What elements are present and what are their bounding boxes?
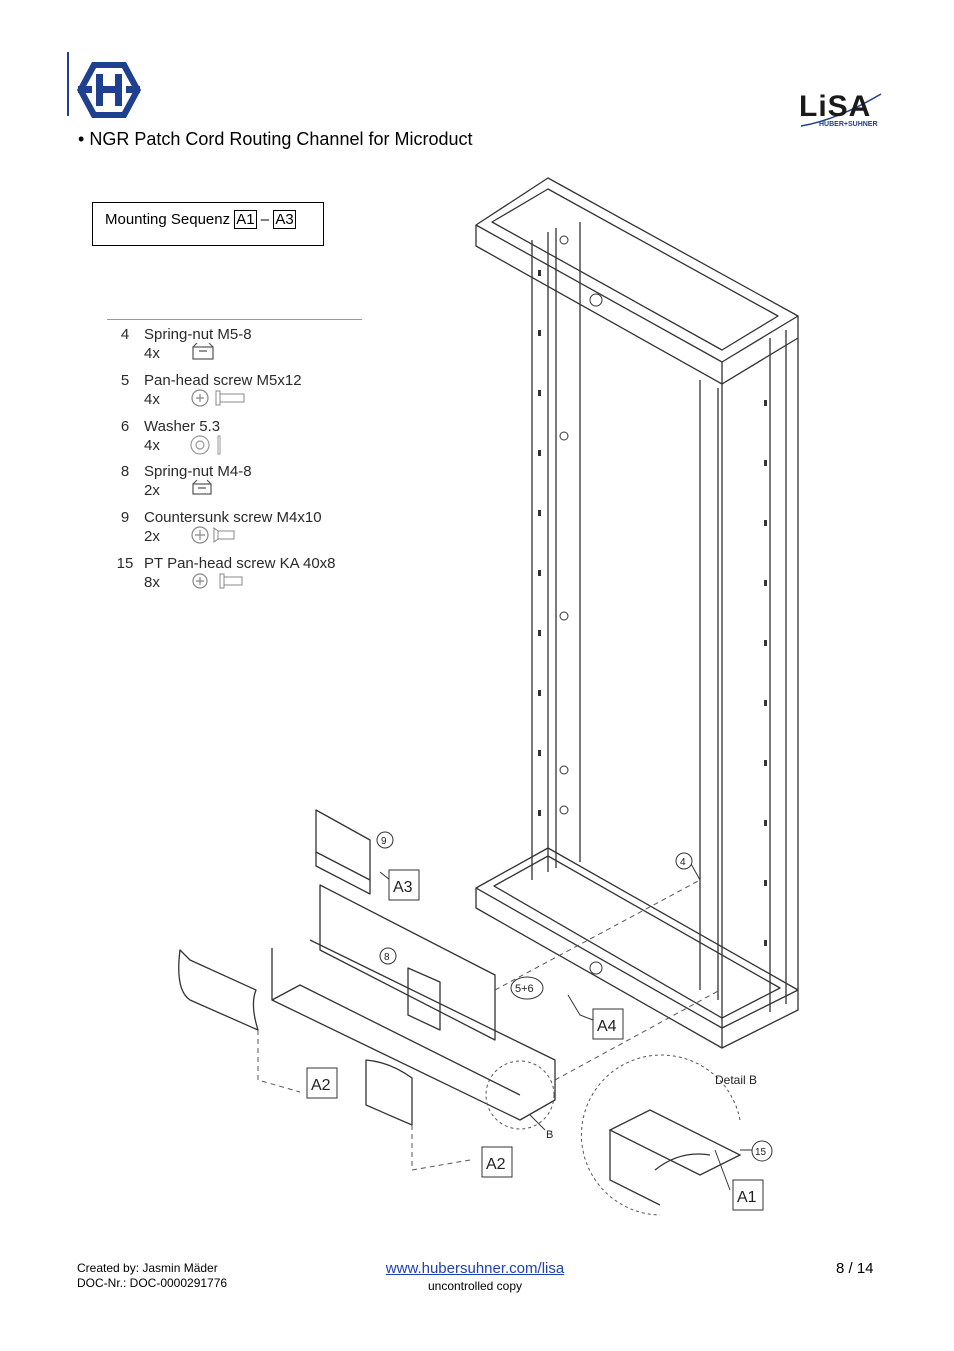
spring-nut-icon	[192, 342, 214, 360]
cover-a2-left	[178, 949, 259, 1031]
part-name: Spring-nut M5-8	[144, 326, 252, 343]
insert-piece	[407, 967, 441, 1031]
assembly-drawing: A3 A4 A2 A2 A1 Detail B B 9 8 4 15 5+6	[178, 177, 799, 1216]
mounting-sequence-text: Mounting Sequenz A1 – A3	[105, 210, 296, 229]
huber-suhner-logo-icon	[77, 62, 141, 118]
label-box-a2-left	[306, 1067, 338, 1099]
footer-uncontrolled-note: uncontrolled copy	[427, 1279, 523, 1293]
label-a1: A1	[737, 1189, 757, 1206]
title-text: NGR Patch Cord Routing Channel for Micro…	[89, 129, 473, 149]
mounting-sequence-box: Mounting Sequenz A1 – A3	[92, 202, 324, 246]
label-a2-left: A2	[311, 1077, 331, 1094]
callout-5-6	[510, 976, 544, 1000]
part-quantity: 8x	[144, 574, 160, 591]
rack-top-frame	[475, 177, 799, 363]
mounting-label: Mounting Sequenz	[105, 211, 231, 228]
footer-meta: Created by: Jasmin Mäder DOC-Nr.: DOC-00…	[77, 1261, 227, 1291]
footer-center: www.hubersuhner.com/lisa uncontrolled co…	[330, 1260, 620, 1293]
part-number: 9	[120, 509, 130, 526]
part-number: 15	[116, 555, 134, 572]
page-title: • NGR Patch Cord Routing Channel for Mic…	[78, 129, 473, 150]
spring-nut-icon	[192, 479, 212, 495]
channel-trough	[271, 939, 556, 1121]
washer-icon	[190, 435, 221, 455]
part-quantity: 2x	[144, 482, 160, 499]
parts-list-item: 9 Countersunk screw M4x10 2x	[112, 503, 382, 549]
lisa-wordmark: LiSA	[799, 90, 872, 123]
callout-text-4: 4	[680, 857, 686, 868]
callout-4	[675, 852, 693, 870]
footer-created-by: Created by: Jasmin Mäder	[77, 1261, 218, 1275]
pan-head-screw-icon	[192, 573, 243, 589]
label-box-a3	[388, 869, 420, 901]
part-number: 6	[120, 418, 130, 435]
footer-website-link[interactable]: www.hubersuhner.com/lisa	[385, 1260, 565, 1277]
parts-list-item: 5 Pan-head screw M5x12 4x	[112, 366, 382, 412]
title-bullet: •	[78, 129, 85, 149]
lisa-swoosh-icon	[800, 93, 882, 127]
pan-head-screw-icon	[191, 389, 245, 407]
parts-list-rule	[107, 319, 362, 320]
part-number: 5	[120, 372, 130, 389]
label-box-a4	[592, 1008, 624, 1040]
cover-a2-right	[365, 1059, 413, 1126]
callout-text-9: 9	[381, 836, 387, 847]
callout-15	[751, 1140, 773, 1162]
label-b: B	[546, 1129, 553, 1141]
parts-list-item: 6 Washer 5.3 4x	[112, 412, 382, 458]
part-name: Countersunk screw M4x10	[144, 509, 322, 526]
callout-text-5-6: 5+6	[515, 983, 534, 995]
header-rule	[67, 52, 69, 116]
part-quantity: 4x	[144, 391, 160, 408]
label-a4: A4	[597, 1018, 617, 1035]
rack-bottom-frame	[475, 847, 799, 1029]
part-name: PT Pan-head screw KA 40x8	[144, 555, 336, 572]
rack-left-rail	[531, 222, 581, 880]
countersunk-screw-icon	[191, 526, 235, 544]
label-a2-right: A2	[486, 1156, 506, 1173]
channel-back-plate	[319, 884, 496, 1041]
parts-list-item: 4 Spring-nut M5-8 4x	[112, 320, 382, 366]
parts-list-item: 8 Spring-nut M4-8 2x	[112, 457, 382, 503]
label-a3: A3	[393, 879, 413, 896]
part-quantity: 2x	[144, 528, 160, 545]
rack-right-rail	[699, 330, 799, 1012]
label-box-a1	[732, 1179, 764, 1211]
callout-9	[376, 831, 394, 849]
part-number: 4	[120, 326, 130, 343]
callout-text-15: 15	[755, 1147, 767, 1158]
parts-list-item: 15 PT Pan-head screw KA 40x8 8x	[112, 549, 382, 595]
part-quantity: 4x	[144, 345, 160, 362]
callout-text-8: 8	[384, 952, 390, 963]
part-number: 8	[120, 463, 130, 480]
mounting-from-tag: A1	[234, 210, 257, 229]
mounting-to-tag: A3	[273, 210, 296, 229]
callout-8	[379, 947, 397, 965]
page-number: 8 / 14	[836, 1260, 874, 1277]
footer-doc-number: DOC-Nr.: DOC-0000291776	[77, 1276, 228, 1290]
part-name: Spring-nut M4-8	[144, 463, 252, 480]
part-name: Washer 5.3	[144, 418, 221, 435]
part-name: Pan-head screw M5x12	[144, 372, 302, 389]
lisa-brand-sub: HUBER+SUHNER	[819, 121, 878, 128]
lisa-logo: LiSA HUBER+SUHNER	[797, 90, 887, 132]
label-box-a2-right	[481, 1146, 513, 1178]
detail-b-label: Detail B	[715, 1073, 757, 1087]
part-quantity: 4x	[144, 437, 160, 454]
mounting-dash: –	[260, 211, 270, 228]
